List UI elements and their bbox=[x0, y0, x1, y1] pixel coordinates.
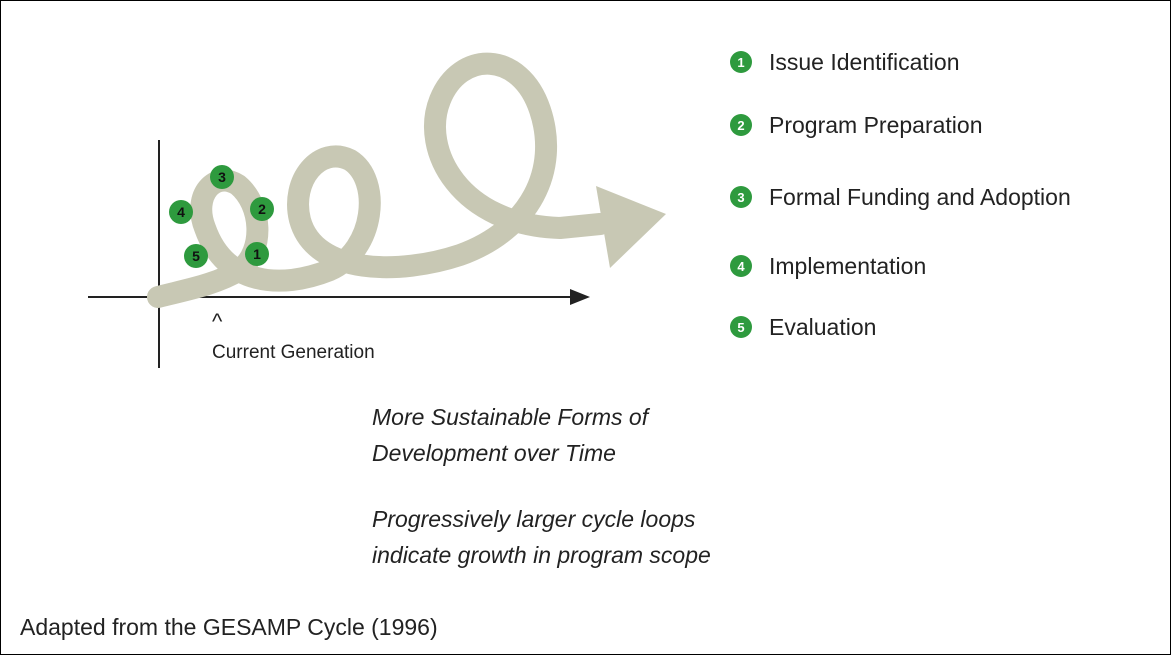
cycle-legend: 1 Issue Identification 2 Program Prepara… bbox=[730, 44, 1071, 381]
legend-item-formal-funding: 3 Formal Funding and Adoption bbox=[730, 179, 1071, 215]
origin-dot bbox=[150, 289, 166, 305]
x-axis-arrowhead bbox=[570, 289, 590, 305]
cycle-marker-5: 5 bbox=[184, 244, 208, 268]
legend-label: Formal Funding and Adoption bbox=[769, 183, 1071, 210]
legend-badge-4: 4 bbox=[730, 255, 752, 277]
source-caption: Adapted from the GESAMP Cycle (1996) bbox=[20, 614, 438, 640]
cycle-marker-5-label: 5 bbox=[192, 248, 200, 264]
legend-label: Issue Identification bbox=[769, 48, 960, 75]
legend-badge-5: 5 bbox=[730, 316, 752, 338]
cycle-marker-2: 2 bbox=[250, 197, 274, 221]
legend-badge-1: 1 bbox=[730, 51, 752, 73]
legend-badge-3: 3 bbox=[730, 186, 752, 208]
current-generation-label: Current Generation bbox=[212, 342, 375, 363]
note-line: indicate growth in program scope bbox=[372, 542, 711, 568]
note-line: More Sustainable Forms of bbox=[372, 404, 649, 430]
spiral-arrowhead bbox=[596, 186, 666, 268]
cycle-marker-2-label: 2 bbox=[258, 201, 266, 217]
legend-item-evaluation: 5 Evaluation bbox=[730, 309, 1071, 345]
legend-item-implementation: 4 Implementation bbox=[730, 248, 1071, 284]
cycle-marker-3-label: 3 bbox=[218, 169, 226, 185]
note-line: Development over Time bbox=[372, 440, 616, 466]
note-line: Progressively larger cycle loops bbox=[372, 506, 696, 532]
growth-scope-note: Progressively larger cycle loops indicat… bbox=[372, 501, 711, 573]
cycle-marker-1: 1 bbox=[245, 242, 269, 266]
cycle-marker-4: 4 bbox=[169, 200, 193, 224]
legend-label: Implementation bbox=[769, 252, 927, 279]
legend-label: Program Preparation bbox=[769, 111, 983, 138]
legend-badge-2: 2 bbox=[730, 114, 752, 136]
growth-spiral bbox=[147, 52, 611, 308]
cycle-marker-4-label: 4 bbox=[177, 204, 185, 220]
current-generation-caret: ^ bbox=[212, 309, 223, 334]
cycle-marker-1-label: 1 bbox=[253, 246, 261, 262]
legend-item-program-preparation: 2 Program Preparation bbox=[730, 107, 1071, 143]
legend-item-issue-identification: 1 Issue Identification bbox=[730, 44, 1071, 80]
cycle-marker-3: 3 bbox=[210, 165, 234, 189]
legend-label: Evaluation bbox=[769, 313, 877, 340]
sustainable-development-note: More Sustainable Forms of Development ov… bbox=[372, 399, 648, 471]
